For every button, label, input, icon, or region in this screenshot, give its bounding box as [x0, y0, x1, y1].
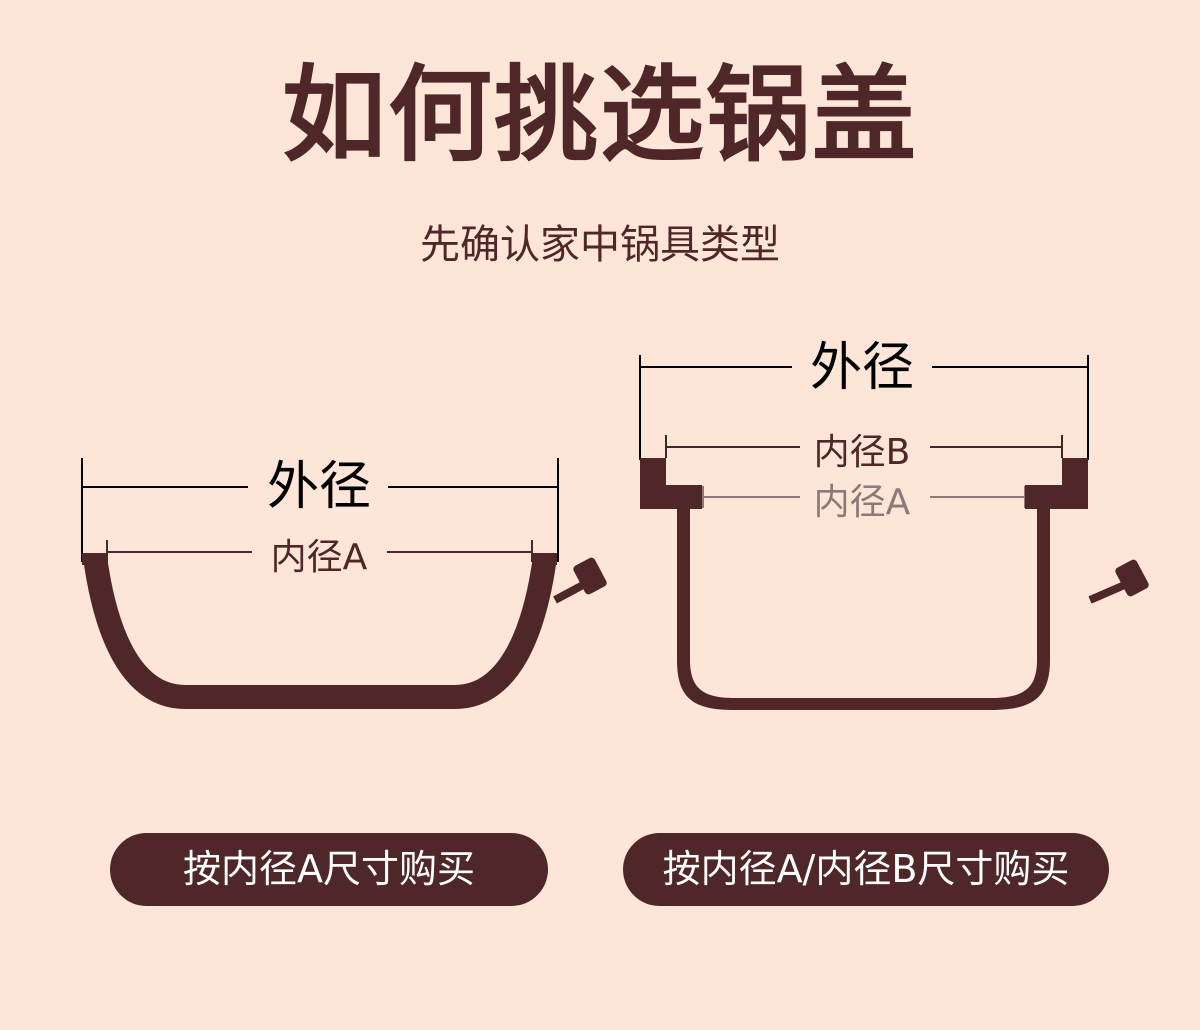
left-pot-rim — [533, 553, 557, 565]
page-subtitle: 先确认家中锅具类型 — [420, 222, 780, 268]
right-pot-handle-grip — [1115, 559, 1149, 597]
page-title: 如何挑选锅盖 — [281, 54, 918, 176]
left-outer-label: 外径 — [267, 457, 371, 517]
left-pot: 外径 内径A — [81, 457, 607, 709]
right-pot-body — [640, 458, 1088, 710]
right-inner-a-label: 内径A — [814, 482, 911, 523]
right-outer-label: 外径 — [810, 338, 914, 398]
buy-by-inner-a-b-button[interactable]: 按内径A/内径B尺寸购买 — [623, 833, 1109, 906]
left-pot-rim — [82, 553, 106, 565]
left-pot-handle-grip — [573, 557, 607, 595]
right-inner-b-label: 内径B — [814, 432, 911, 473]
left-inner-label: 内径A — [271, 537, 368, 578]
right-pot: 外径 内径B 内径A — [639, 338, 1149, 710]
buy-by-inner-a-button[interactable]: 按内径A尺寸购买 — [110, 833, 548, 906]
left-pot-body — [83, 555, 557, 709]
